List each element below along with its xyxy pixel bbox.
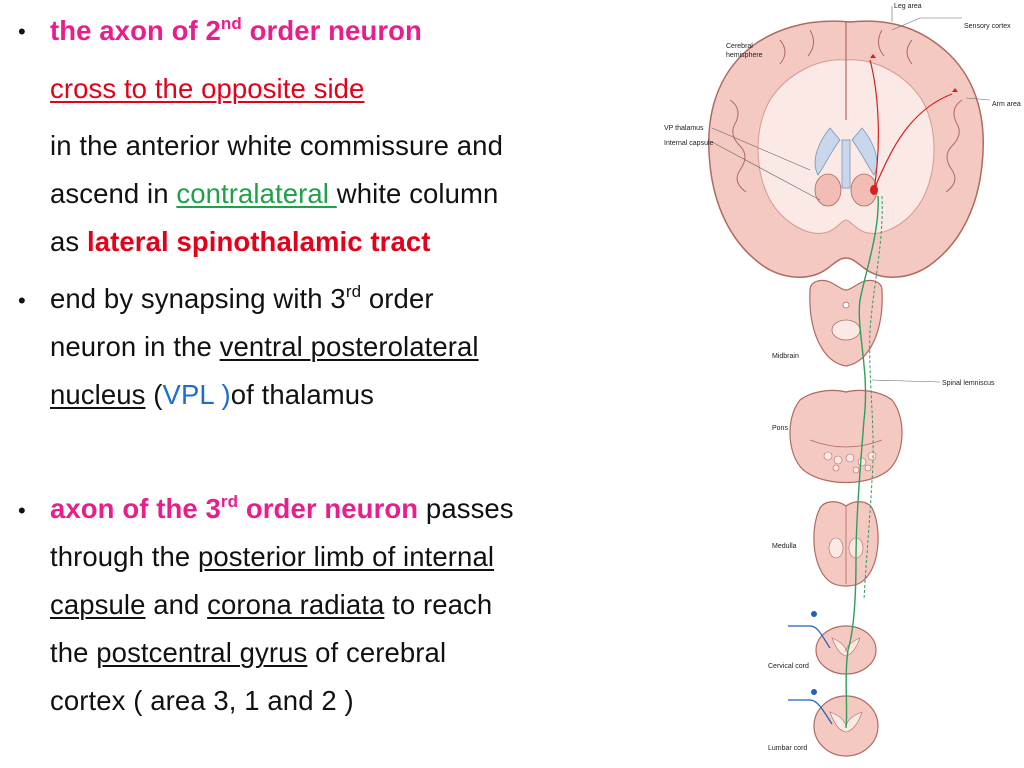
label-spinal-lemniscus: Spinal lemniscus [942, 380, 995, 387]
bullet-marker: • [18, 288, 26, 313]
bullet-1-line-5: as lateral spinothalamic tract [50, 226, 431, 258]
label-pons: Pons [772, 425, 788, 432]
lateral-spinothalamic-tract-term: lateral spinothalamic tract [87, 226, 431, 257]
afferent-nerves [788, 625, 833, 725]
text-fragment: order neuron [241, 15, 422, 46]
superscript: nd [220, 13, 242, 33]
label-vp-thalamus: VP thalamus [664, 125, 704, 132]
text-fragment: the [50, 637, 97, 668]
bullet-2-line-3: nucleus (VPL )of thalamus [50, 379, 374, 411]
bullet-marker: • [18, 498, 26, 523]
text-fragment: to reach [384, 589, 493, 620]
label-medulla: Medulla [772, 543, 797, 550]
bullet-2-line-2: neuron in the ventral posterolateral [50, 331, 479, 363]
label-cerebral: Cerebral [726, 43, 753, 50]
label-lumbar-cord: Lumbar cord [768, 745, 807, 752]
bullet-1-line-4: ascend in contralateral white column [50, 178, 498, 210]
spinothalamic-pathway-diagram: Leg area Sensory cortex Cerebral hemisph… [664, 3, 1021, 757]
bullet-2-line-1: end by synapsing with 3rd order [50, 283, 434, 315]
vpl-abbreviation: VPL ) [162, 379, 231, 410]
midbrain-section [809, 279, 883, 367]
bullet-marker: • [18, 19, 26, 44]
ventral-posterolateral-term: ventral posterolateral [219, 331, 479, 362]
text-fragment: and [145, 589, 208, 620]
text-fragment: end by synapsing with 3 [50, 283, 346, 314]
text-fragment: through the [50, 541, 198, 572]
text-fragment: of thalamus [230, 379, 375, 410]
text-fragment: ( [145, 379, 163, 410]
medulla-section [813, 501, 879, 587]
text-fragment: ascend in [50, 178, 177, 209]
label-midbrain: Midbrain [772, 353, 799, 360]
label-leader-lines [711, 6, 991, 383]
label-internal-capsule: Internal capsule [664, 140, 714, 147]
capsule-term: capsule [50, 589, 146, 620]
label-cervical-cord: Cervical cord [768, 663, 809, 670]
bullet-3-line-3: capsule and corona radiata to reach [50, 589, 492, 621]
label-leg-area: Leg area [894, 3, 922, 10]
dorsal-root-ganglion-icon [811, 689, 817, 695]
brain-coronal-section [708, 20, 984, 278]
text-fragment: as [50, 226, 87, 257]
bullet-1-heading: the axon of 2nd order neuron [50, 15, 422, 47]
bullet-3-line-2: through the posterior limb of internal [50, 541, 494, 573]
cross-opposite-side-text: cross to the opposite side [50, 73, 365, 104]
text-fragment: the axon of 2 [50, 15, 221, 46]
nucleus-term: nucleus [50, 379, 146, 410]
text-fragment: white column [336, 178, 499, 209]
bullet-3-line-1: axon of the 3rd order neuron passes [50, 493, 514, 525]
text-fragment: neuron in the [50, 331, 220, 362]
corona-radiata-term: corona radiata [207, 589, 385, 620]
label-sensory-cortex: Sensory cortex [964, 23, 1011, 30]
contralateral-term: contralateral [176, 178, 337, 209]
bullet-3-line-4: the postcentral gyrus of cerebral [50, 637, 446, 669]
dorsal-root-ganglion-icon [811, 611, 817, 617]
text-fragment: of cerebral [307, 637, 447, 668]
text-fragment: axon of the 3 [50, 493, 221, 524]
bullet-1-line-3: in the anterior white commissure and [50, 130, 503, 161]
superscript: rd [345, 281, 362, 301]
bullet-3-line-5: cortex ( area 3, 1 and 2 ) [50, 685, 354, 716]
text-fragment: order [361, 283, 434, 314]
spinothalamic-pathway [845, 59, 953, 729]
slide-text-panel: • the axon of 2nd order neuron cross to … [18, 15, 514, 716]
label-hemisphere: hemisphere [726, 52, 763, 59]
superscript: rd [220, 491, 239, 511]
postcentral-gyrus-term: postcentral gyrus [96, 637, 308, 668]
label-arm-area: Arm area [992, 101, 1021, 108]
text-fragment: passes [418, 493, 514, 524]
posterior-limb-term: posterior limb of internal [197, 541, 495, 572]
text-fragment: order neuron [238, 493, 419, 524]
pons-section [789, 389, 903, 484]
